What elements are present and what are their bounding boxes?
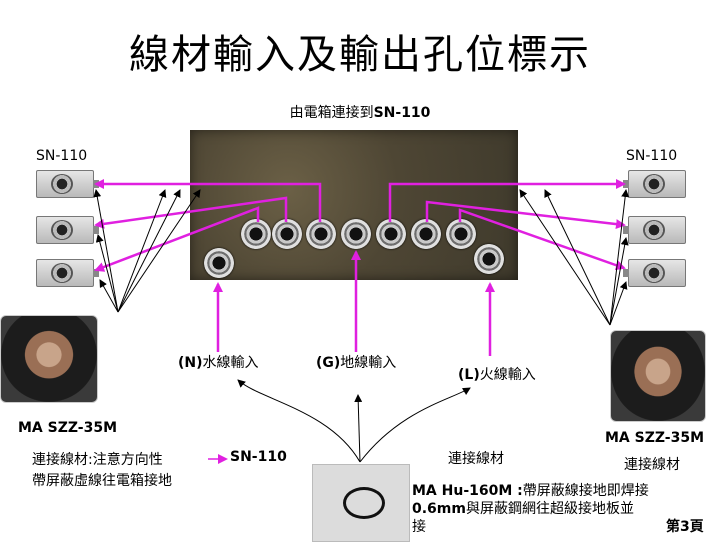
input-g-label: (G)地線輸入 — [316, 355, 397, 371]
right-reel-model: MA SZZ-35M — [605, 430, 705, 446]
page-number: 第3頁 — [666, 519, 704, 535]
panel-hole-3 — [306, 219, 336, 249]
input-n-label: (N)水線輸入 — [178, 355, 259, 371]
top-caption-model: SN-110 — [373, 105, 431, 121]
arrow-left-1 — [94, 179, 322, 222]
arrow-left-2 — [94, 196, 288, 229]
left-note-target: SN-110 — [230, 449, 287, 465]
page-title: 線材輸入及輸出孔位標示 — [129, 32, 591, 78]
left-outlet-3 — [36, 259, 99, 287]
right-outlet-2 — [623, 216, 686, 244]
top-caption: 由電箱連接到SN-110 — [0, 102, 720, 122]
panel-hole-n — [204, 248, 234, 278]
panel-hole-7 — [446, 219, 476, 249]
right-outlet-3 — [623, 259, 686, 287]
input-l-label: (L)火線輸入 — [458, 367, 536, 383]
left-reel-model: MA SZZ-35M — [18, 420, 118, 436]
left-outlet-2 — [36, 216, 99, 244]
bottom-note: MA Hu-160M :帶屏蔽線接地即焊接 0.6mm與屏蔽鋼網往超級接地板並 … — [412, 483, 649, 535]
panel-hole-4 — [341, 219, 371, 249]
panel-hole-1 — [241, 219, 271, 249]
right-outlet-label: SN-110 — [626, 148, 678, 164]
arrow-left-3 — [94, 206, 260, 272]
top-caption-prefix: 由電箱連接到 — [289, 105, 374, 121]
panel-hole-2 — [272, 219, 302, 249]
panel-hole-6 — [411, 219, 441, 249]
right-outlet-1 — [623, 170, 686, 198]
panel-hole-5 — [376, 219, 406, 249]
left-outlet-label: SN-110 — [36, 148, 88, 164]
right-reel-caption: 連接線材 — [624, 457, 680, 473]
left-note-line2: 帶屏蔽虛線往電箱接地 — [32, 473, 172, 489]
left-cable-reel-image — [0, 315, 98, 403]
wire-image — [312, 464, 410, 542]
panel-hole-l — [474, 244, 504, 274]
center-caption: 連接線材 — [448, 451, 504, 467]
left-note-line1: 連接線材:注意方向性 — [32, 452, 163, 468]
arrow-right-2 — [425, 200, 626, 230]
right-cable-reel-image — [610, 330, 706, 422]
arrow-right-3 — [458, 208, 626, 271]
arrow-right-1 — [388, 179, 626, 222]
